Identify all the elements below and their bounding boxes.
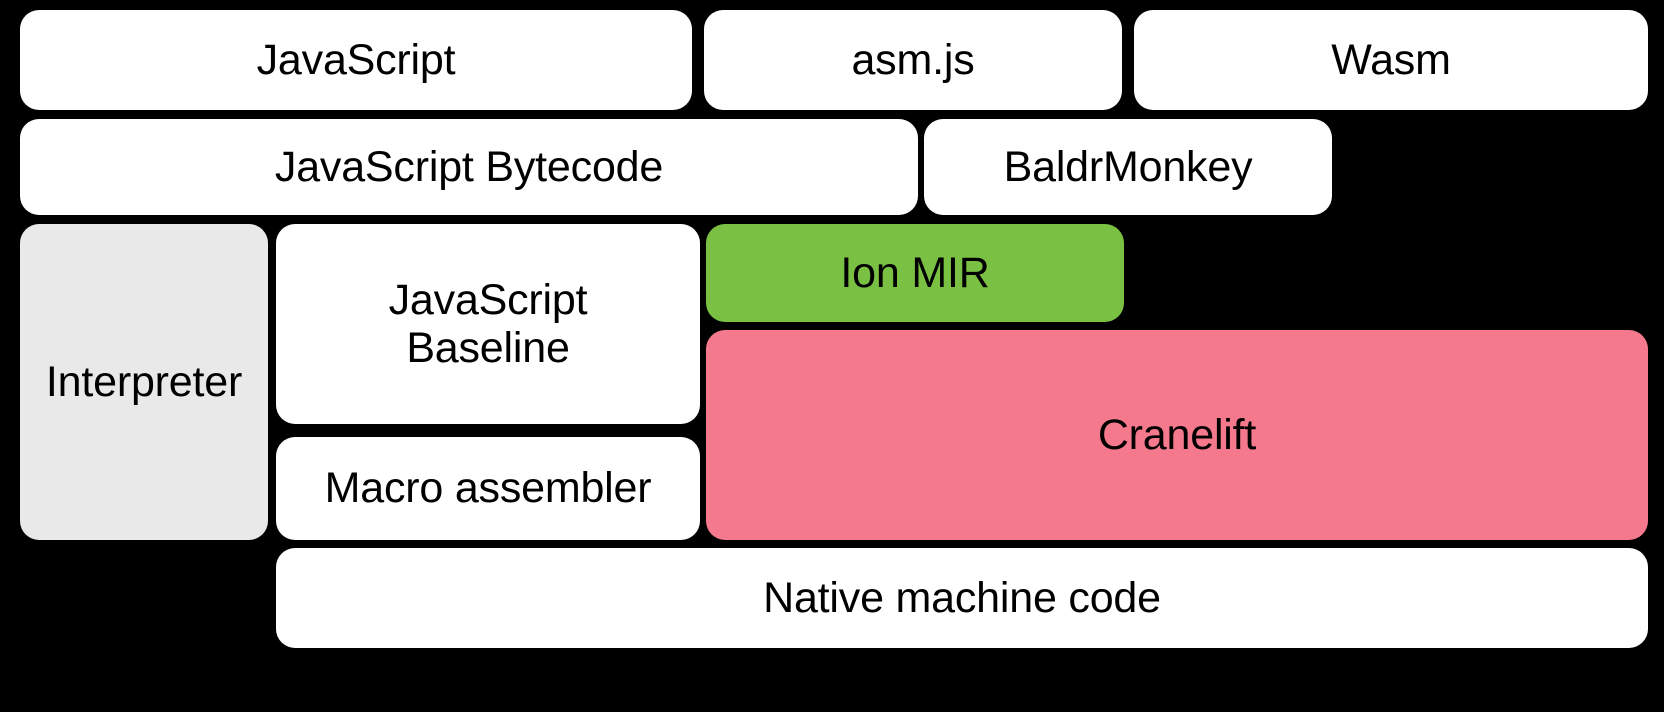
node-macro-assembler: Macro assembler [276, 437, 700, 540]
node-baldrmonkey: BaldrMonkey [924, 119, 1332, 215]
node-javascript-baseline: JavaScript Baseline [276, 224, 700, 424]
node-interpreter: Interpreter [20, 224, 268, 540]
node-native-machine-code: Native machine code [276, 548, 1648, 648]
node-asm-js: asm.js [704, 10, 1122, 110]
node-cranelift: Cranelift [706, 330, 1648, 540]
node-javascript-bytecode: JavaScript Bytecode [20, 119, 918, 215]
node-ion-mir: Ion MIR [706, 224, 1124, 322]
node-javascript: JavaScript [20, 10, 692, 110]
node-wasm: Wasm [1134, 10, 1648, 110]
